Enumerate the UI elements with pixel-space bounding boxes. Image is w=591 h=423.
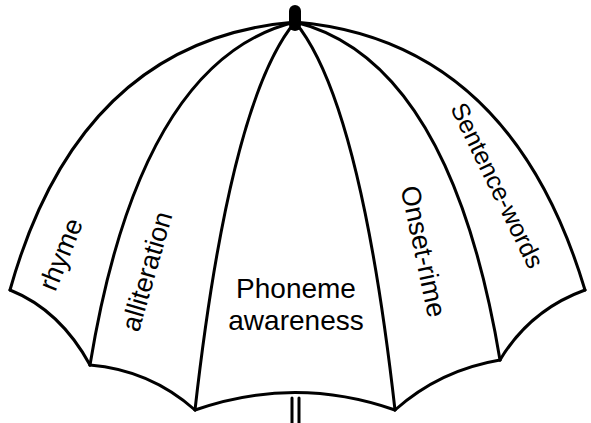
umbrella-tip: [289, 5, 301, 31]
canopy-rib: [295, 22, 395, 410]
canopy-rib: [195, 22, 295, 410]
umbrella-panel: Phoneme awareness: [209, 273, 384, 337]
canopy-scallop: [395, 360, 500, 410]
panel-label: Phoneme awareness: [209, 273, 384, 337]
panel-label: Sentence-words: [444, 98, 549, 273]
umbrella-panel: Onset-rime: [394, 183, 452, 320]
canopy-scallop: [195, 393, 395, 411]
handle-line: [298, 398, 301, 423]
umbrella-panel: Sentence-words: [444, 98, 549, 273]
canopy-scallop: [10, 290, 90, 365]
panel-label: Onset-rime: [394, 183, 452, 320]
handle-line: [291, 398, 294, 423]
panel-label: alliteration: [116, 209, 180, 336]
panel-label: rhyme: [34, 214, 91, 295]
canopy-scallop: [90, 365, 195, 410]
canopy-scallop: [500, 290, 585, 360]
umbrella-panel: alliteration: [116, 209, 180, 336]
umbrella-panel: rhyme: [34, 214, 91, 295]
